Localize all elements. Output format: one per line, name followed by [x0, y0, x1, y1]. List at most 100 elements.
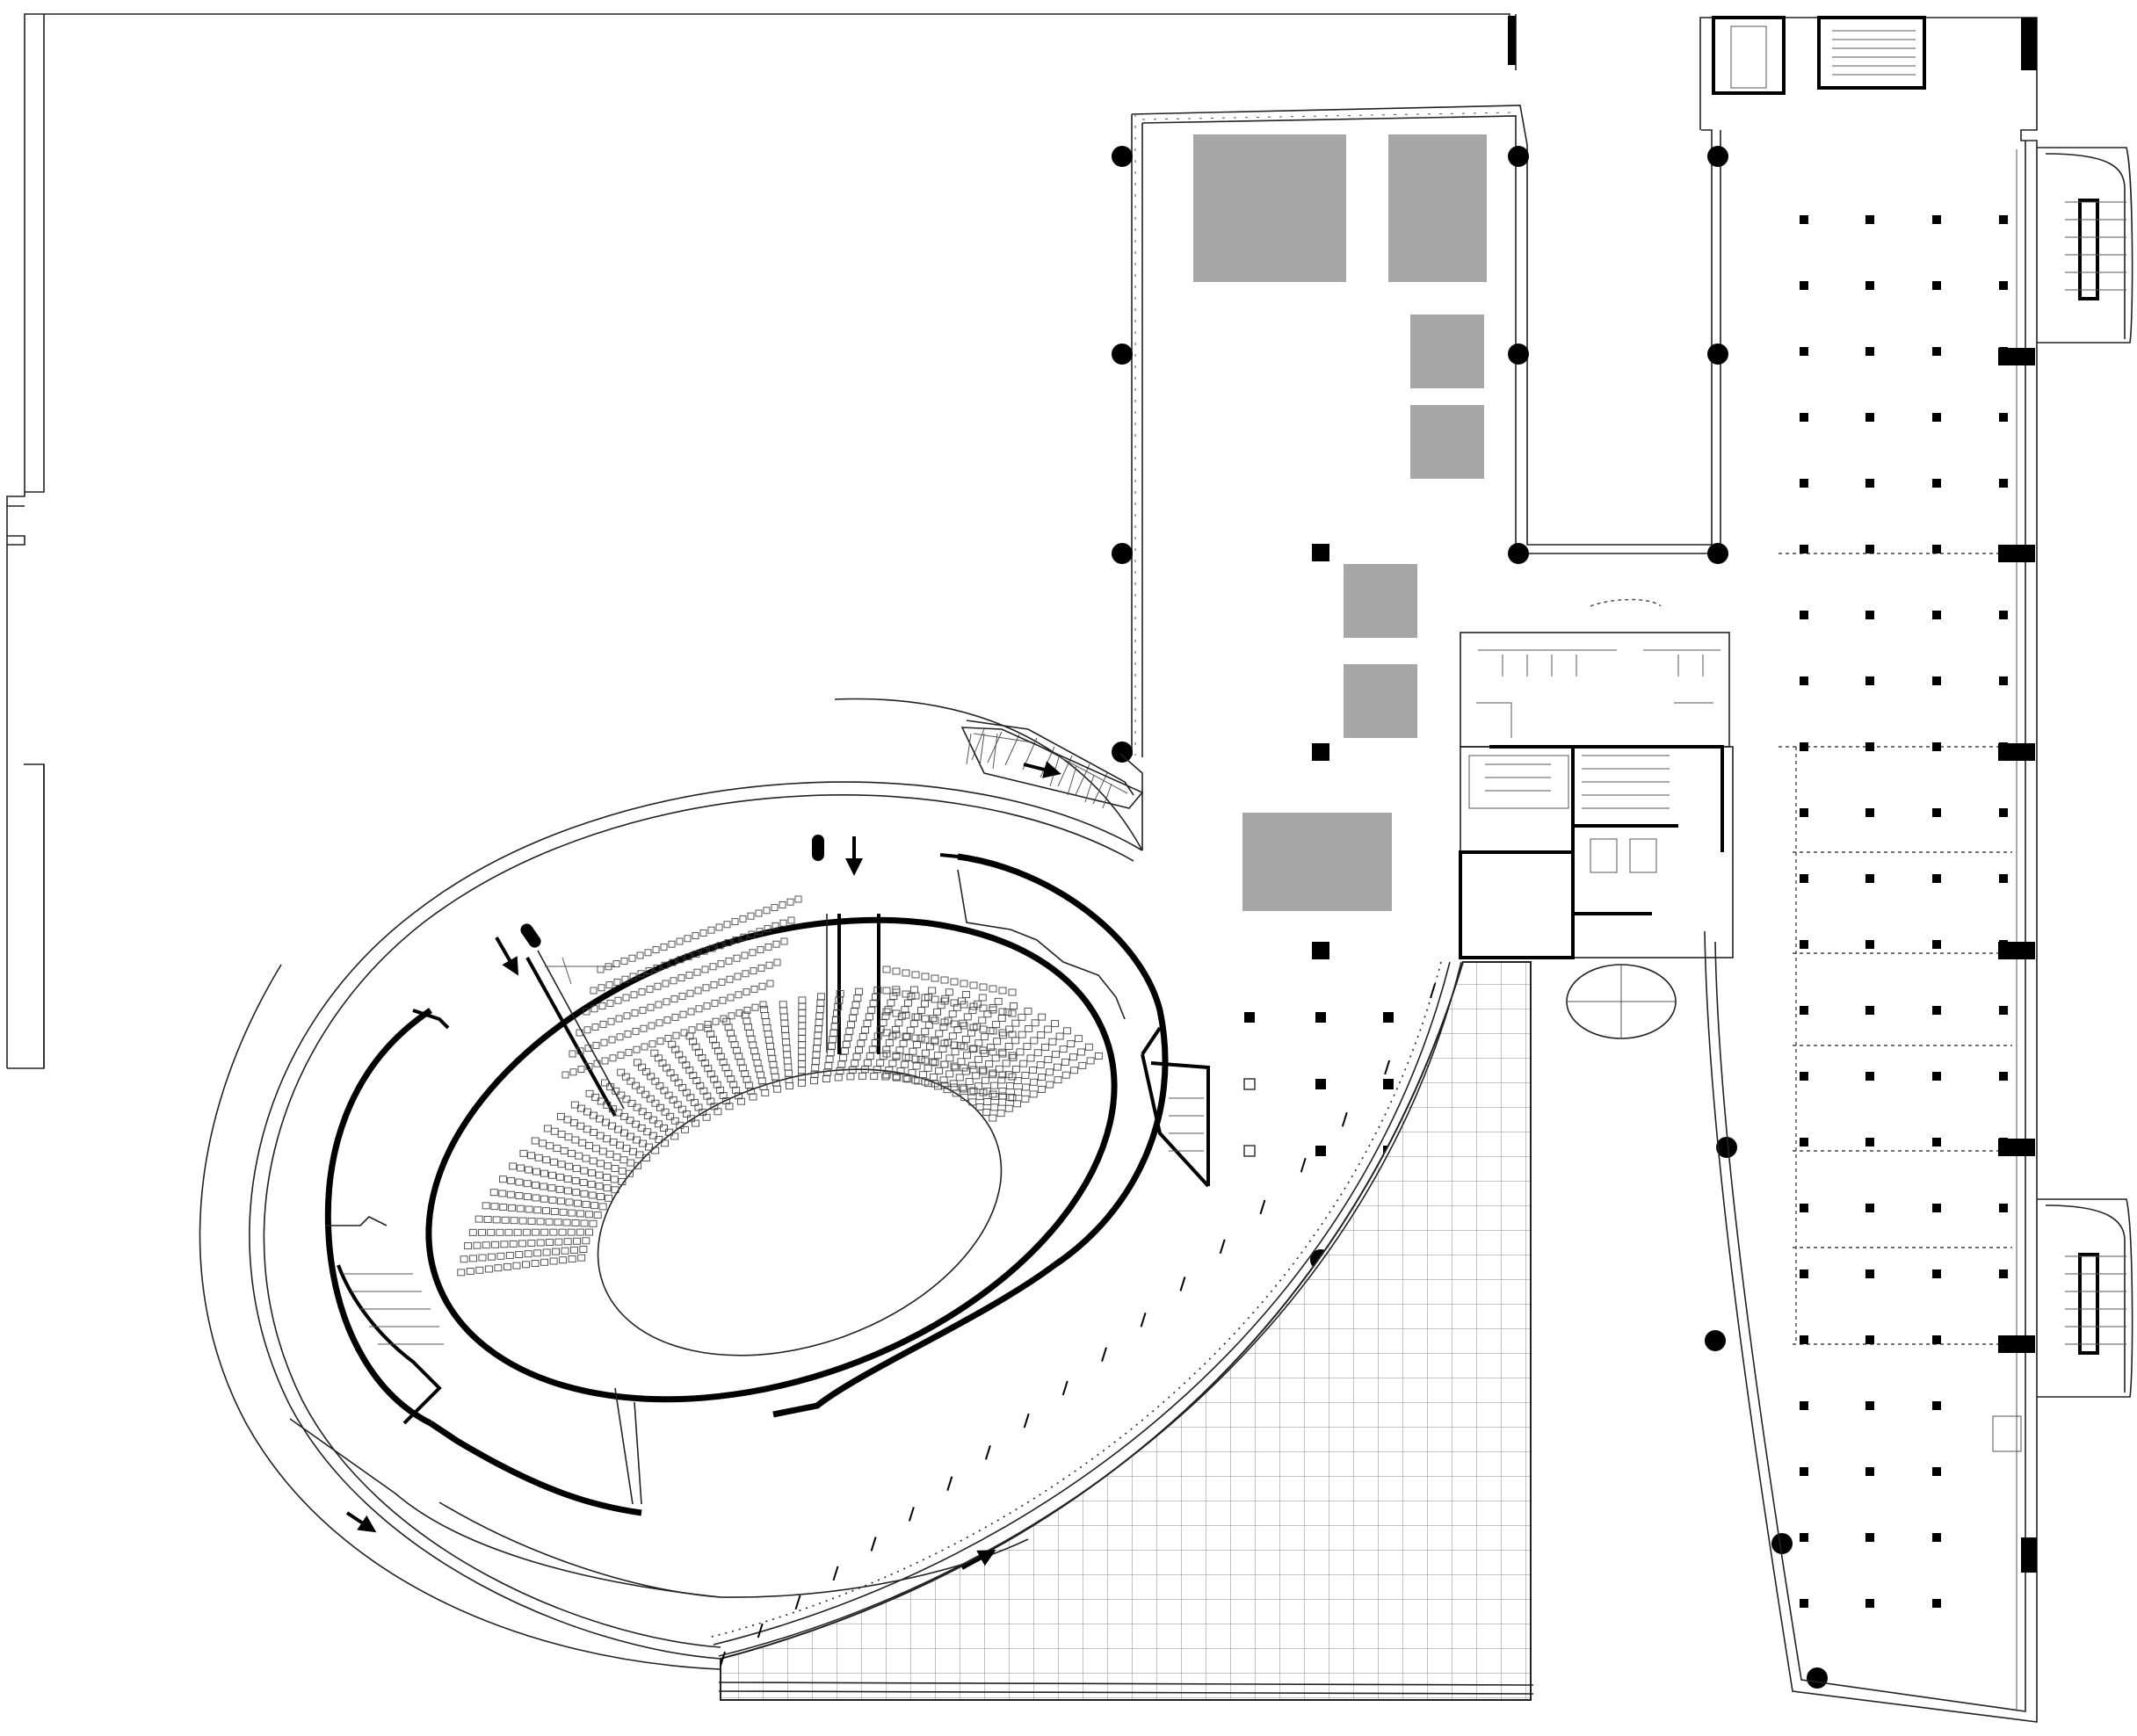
seat: [688, 1026, 696, 1034]
seat: [873, 1066, 881, 1074]
seat: [568, 1209, 576, 1217]
seat: [764, 925, 771, 933]
seat: [993, 1038, 1002, 1045]
seat-row: [569, 980, 1017, 1081]
seat: [523, 1180, 532, 1188]
seat: [882, 1008, 891, 1016]
seat: [960, 1064, 968, 1072]
seat: [969, 1024, 978, 1031]
bollard: [1300, 1157, 1307, 1173]
seat: [707, 926, 715, 934]
seat: [582, 1200, 590, 1208]
square-column: [1800, 413, 1808, 422]
seat: [618, 1167, 627, 1175]
seat: [663, 1016, 671, 1024]
seat: [813, 1038, 822, 1045]
seat: [831, 1016, 840, 1024]
square-column: [1932, 1138, 1941, 1146]
seat: [696, 1024, 704, 1031]
seat: [909, 1047, 917, 1055]
seat-row: [540, 1045, 1030, 1266]
seat: [783, 1051, 792, 1059]
seat: [692, 950, 700, 958]
seat: [616, 1033, 624, 1041]
seat: [668, 940, 676, 948]
seat: [606, 999, 614, 1007]
bollard: [1219, 1239, 1226, 1255]
seat: [555, 1173, 564, 1181]
seat: [1025, 1025, 1033, 1032]
seat: [990, 1103, 999, 1111]
seat: [684, 935, 692, 943]
square-column: [1800, 1467, 1808, 1476]
square-column: [1932, 940, 1941, 949]
seat: [1016, 1048, 1025, 1056]
seat: [916, 1007, 925, 1015]
seat: [602, 1118, 610, 1126]
seat: [532, 1228, 540, 1236]
seat: [576, 1029, 583, 1037]
seat: [1021, 1072, 1030, 1080]
bollard: [1061, 1380, 1068, 1396]
seat: [771, 904, 779, 912]
seat: [645, 967, 653, 975]
seat: [811, 1064, 820, 1072]
square-column: [1865, 215, 1874, 224]
square-column: [1865, 611, 1874, 619]
seat: [755, 1065, 764, 1073]
seat: [595, 1183, 604, 1190]
seat: [666, 1112, 675, 1120]
seat: [571, 1219, 580, 1226]
seat: [540, 1228, 549, 1236]
seat: [881, 1012, 890, 1020]
seat: [998, 1029, 1007, 1037]
seat: [829, 1029, 838, 1037]
seat: [940, 1018, 949, 1026]
seat: [969, 981, 978, 989]
seat: [1038, 1013, 1047, 1021]
seat: [945, 1070, 954, 1078]
seat: [765, 961, 773, 969]
seat: [872, 993, 880, 1001]
seat: [736, 1097, 745, 1105]
seat: [660, 943, 668, 951]
square-column: [1932, 1072, 1941, 1081]
seat-row: [484, 1006, 1078, 1273]
seat: [784, 1063, 793, 1071]
seat: [621, 975, 629, 983]
seat: [834, 1074, 843, 1081]
seat: [989, 1069, 997, 1077]
seat: [677, 1105, 686, 1113]
seat: [851, 1001, 860, 1009]
seat: [935, 1067, 944, 1074]
seat: [583, 1108, 591, 1116]
seat: [614, 1125, 622, 1133]
seat: [763, 1024, 771, 1031]
seat: [648, 1022, 656, 1030]
seat: [1033, 1049, 1042, 1057]
seat: [557, 1131, 566, 1138]
square-column: [1865, 940, 1874, 949]
square-column: [1999, 1006, 2008, 1015]
square-column: [1865, 676, 1874, 685]
seat: [975, 1103, 984, 1110]
seat: [585, 1142, 594, 1149]
seat: [629, 973, 637, 980]
seat: [1061, 1071, 1070, 1079]
seat: [1038, 1074, 1047, 1081]
seat: [692, 1043, 700, 1051]
seat: [989, 1027, 997, 1035]
lobby-curve: [834, 698, 1143, 851]
seat: [763, 907, 771, 915]
seat: [598, 1002, 606, 1010]
seat: [909, 1020, 918, 1028]
seat: [719, 1059, 728, 1066]
square-column: [1865, 1335, 1874, 1344]
seat: [686, 1094, 695, 1102]
seat: [627, 1099, 636, 1107]
seat: [882, 1045, 891, 1053]
seat: [998, 987, 1007, 995]
seat: [507, 1176, 516, 1184]
seat: [648, 1040, 656, 1048]
bollard: [984, 1444, 991, 1460]
